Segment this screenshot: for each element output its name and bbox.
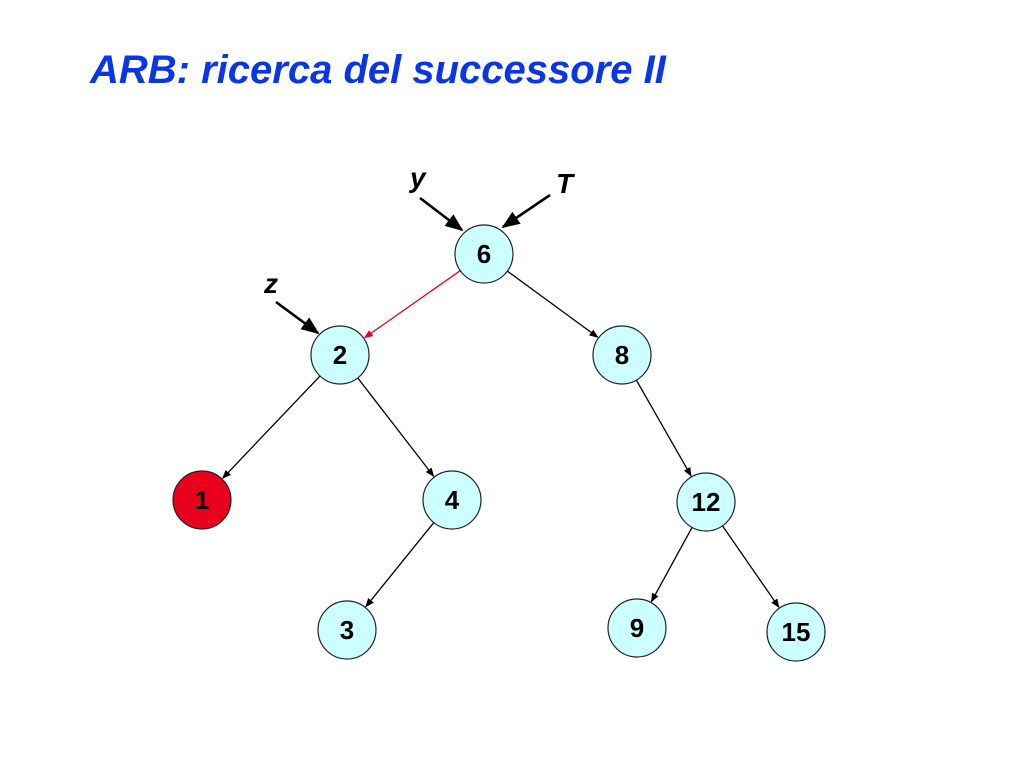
tree-node-1: 1 (172, 470, 232, 530)
edge-n2-to-n4 (356, 376, 435, 477)
node-circle-3 (317, 600, 377, 660)
edge-n6-to-n2 (363, 269, 462, 339)
pointer-y: y (408, 162, 464, 232)
node-label-6: 6 (477, 239, 491, 269)
tree-node-3: 3 (317, 600, 377, 660)
pointer-T: T (501, 168, 576, 229)
pointer-arrow-y (419, 196, 464, 232)
node-label-1: 1 (195, 485, 209, 515)
node-circle-12 (676, 472, 736, 532)
node-circle-15 (766, 602, 826, 662)
edge-n12-to-n9 (650, 526, 694, 603)
edge-n12-to-n15 (721, 524, 780, 609)
node-circle-8 (592, 325, 652, 385)
node-circle-4 (422, 470, 482, 530)
node-circle-9 (607, 598, 667, 658)
edge-n2-to-n1 (222, 374, 322, 479)
node-label-3: 3 (340, 615, 354, 645)
pointer-label-z: z (263, 268, 278, 299)
edge-n4-to-n3 (365, 521, 435, 608)
node-circle-6 (454, 224, 514, 284)
tree-edges (222, 269, 780, 609)
edge-n8-to-n12 (635, 378, 692, 477)
pointer-arrow-z (275, 300, 320, 335)
node-label-4: 4 (445, 485, 460, 515)
tree-node-8: 8 (592, 325, 652, 385)
pointer-label-T: T (556, 168, 576, 199)
node-label-15: 15 (782, 617, 811, 647)
node-label-2: 2 (333, 340, 347, 370)
node-label-9: 9 (630, 613, 644, 643)
node-label-8: 8 (615, 340, 629, 370)
tree-node-12: 12 (676, 472, 736, 532)
pointer-arrow-T (501, 193, 551, 229)
edge-n6-to-n8 (506, 270, 599, 338)
tree-node-9: 9 (607, 598, 667, 658)
pointer-arrows: y Tz (263, 162, 576, 335)
pointer-label-y: y (408, 162, 427, 193)
pointer-z: z (263, 268, 320, 335)
tree-node-6: 6 (454, 224, 514, 284)
node-circle-2 (310, 325, 370, 385)
tree-node-2: 2 (310, 325, 370, 385)
tree-node-4: 4 (422, 470, 482, 530)
tree-node-15: 15 (766, 602, 826, 662)
node-label-12: 12 (692, 487, 721, 517)
slide-title: ARB: ricerca del successore II (90, 48, 666, 92)
node-circle-1 (172, 470, 232, 530)
